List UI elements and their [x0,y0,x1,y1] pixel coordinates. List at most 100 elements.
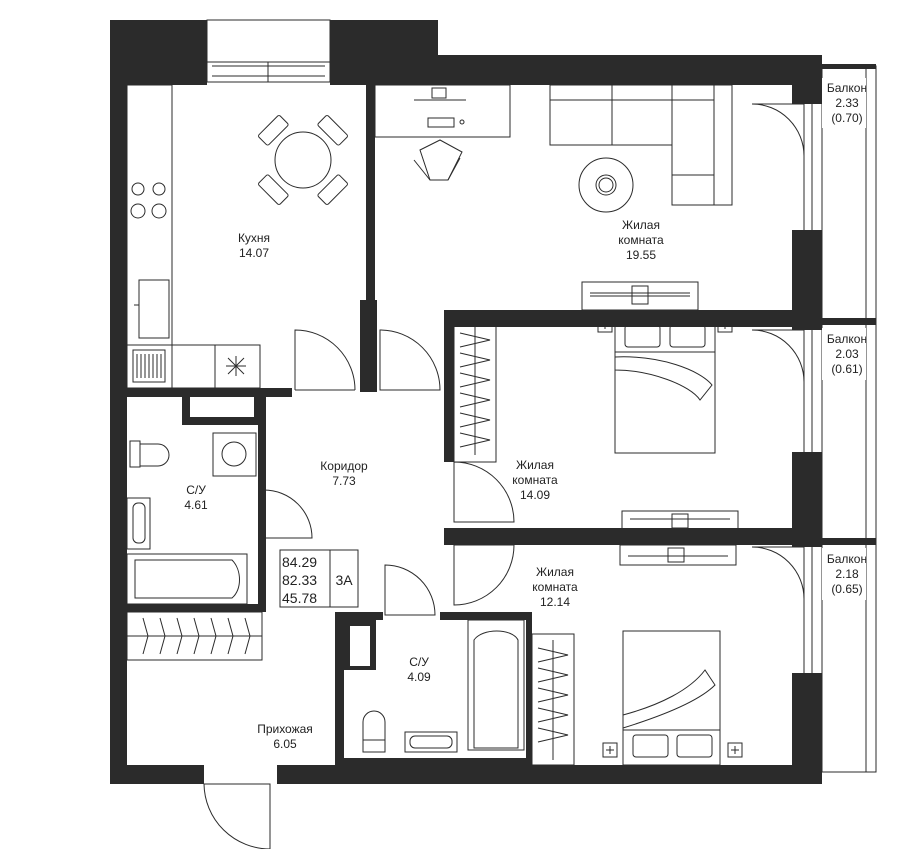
coffee-table-icon [578,157,634,213]
kitchen-counter [126,84,173,389]
corridor-name: Коридор [320,459,368,473]
wall-bath-right [258,397,266,607]
nightstand-icons [597,317,733,333]
balcony2-area: 2.03 [835,347,859,361]
tv-unit-2-icon [621,510,739,530]
dining-table-icon [258,115,348,205]
living-main-area: 19.55 [626,248,656,262]
wall-bedroom-bedroom [444,528,792,545]
kitchen-furniture [126,84,348,389]
door-bedroom-2 [453,544,515,606]
bedroom2-name-2: комната [532,580,578,594]
bedroom2-name-1: Жилая [536,565,574,579]
washing-machine-icon [212,432,257,477]
washbasin-1-icon [126,497,151,550]
living-furniture [374,84,733,311]
outer-walls [110,20,822,784]
wall-bath2-left [335,612,344,765]
tv-unit-icon [581,281,699,311]
balcony2-reduced: (0.61) [831,362,862,376]
balcony-labels: Балкон 2.33 (0.70) Балкон 2.03 (0.61) Ба… [822,78,867,600]
living-main-name-2: комната [618,233,664,247]
hallway-name: Прихожая [257,722,313,736]
total-area: 84.29 [282,554,317,570]
wall-bath-bottom [127,604,266,612]
door-kitchen [294,329,356,391]
balcony2-name: Балкон [827,332,867,346]
desk [374,84,511,138]
wall-bedroom1-left [444,310,454,462]
sofa-icon [549,84,733,206]
bed-2-icon [622,630,721,766]
tv-unit-3-icon [619,544,737,566]
bath1-area: 4.61 [184,498,208,512]
bedroom1-area: 14.09 [520,488,550,502]
wall-bath-top [127,388,292,397]
wall-bottom-left [110,765,204,784]
wardrobe-2-hangers [537,640,569,760]
bath2-name: С/У [409,655,429,669]
balcony3-reduced: (0.65) [831,582,862,596]
door-balcony-2 [751,329,805,383]
wall-bath2-top-left [335,612,383,620]
balcony1-area: 2.33 [835,96,859,110]
nightstand-2-icons [602,742,743,758]
wardrobe-1 [453,316,497,463]
wall-right-4 [792,673,822,784]
bathtub-2-icon [467,619,525,751]
bed-1-icon [614,317,716,454]
wall-bath2-right [526,612,532,765]
wall-right-3 [792,452,822,547]
wall-kitchen-living [366,85,375,300]
bedroom1-name-1: Жилая [516,458,554,472]
washbasin-2-icon [404,731,458,753]
living-area: 45.78 [282,590,317,606]
corridor-area: 7.73 [332,474,356,488]
bathroom2-fixtures [362,619,525,753]
balcony3-area: 2.18 [835,567,859,581]
bedroom1-name-2: комната [512,473,558,487]
balcony1-name: Балкон [827,81,867,95]
bath2-area: 4.09 [407,670,431,684]
wall-right-2 [792,230,822,330]
apartment-type: 3А [335,572,353,588]
hallway-area: 6.05 [273,737,297,751]
wall-bottom-right [277,765,822,784]
stove-icon [130,182,167,219]
reduced-area: 82.33 [282,572,317,588]
wall-top-right [438,55,822,85]
bathroom1-fixtures [126,432,257,605]
living-main-name-1: Жилая [622,218,660,232]
door-bedroom-1 [453,461,515,523]
door-balcony-1 [751,103,805,157]
wall-bath2-top-right [440,612,528,620]
bedroom2-area: 12.14 [540,595,570,609]
door-living [379,329,441,391]
toilet-1-icon [129,440,170,468]
wardrobe-1-hangers [459,325,491,455]
wardrobe-2 [531,633,575,766]
dishwasher-icon [132,349,166,383]
apartment-stats: 84.29 82.33 45.78 3А [279,549,359,608]
kitchen-area: 14.07 [239,246,269,260]
balcony-outlines [821,64,877,773]
door-bath-1 [263,489,313,539]
wall-kitchen-corridor [360,300,377,392]
desk-chair-icon [413,139,463,181]
balcony1-reduced: (0.70) [831,111,862,125]
doors [203,103,805,849]
monitor-icon [414,87,466,128]
wall-bath2-bottom [342,758,532,766]
door-bath-2 [384,564,436,616]
bedroom1-furniture [453,316,739,530]
wall-right-1 [792,78,822,104]
kitchen-counter-bottom [126,344,261,389]
bath1-name: С/У [186,483,206,497]
interior-walls [127,85,792,766]
room-labels: Кухня 14.07 Жилая комната 19.55 Жилая ко… [184,218,664,751]
wall-top-center [330,20,438,85]
balcony3-name: Балкон [827,552,867,566]
toilet-2-icon [362,710,386,753]
hood-icon [226,356,246,376]
